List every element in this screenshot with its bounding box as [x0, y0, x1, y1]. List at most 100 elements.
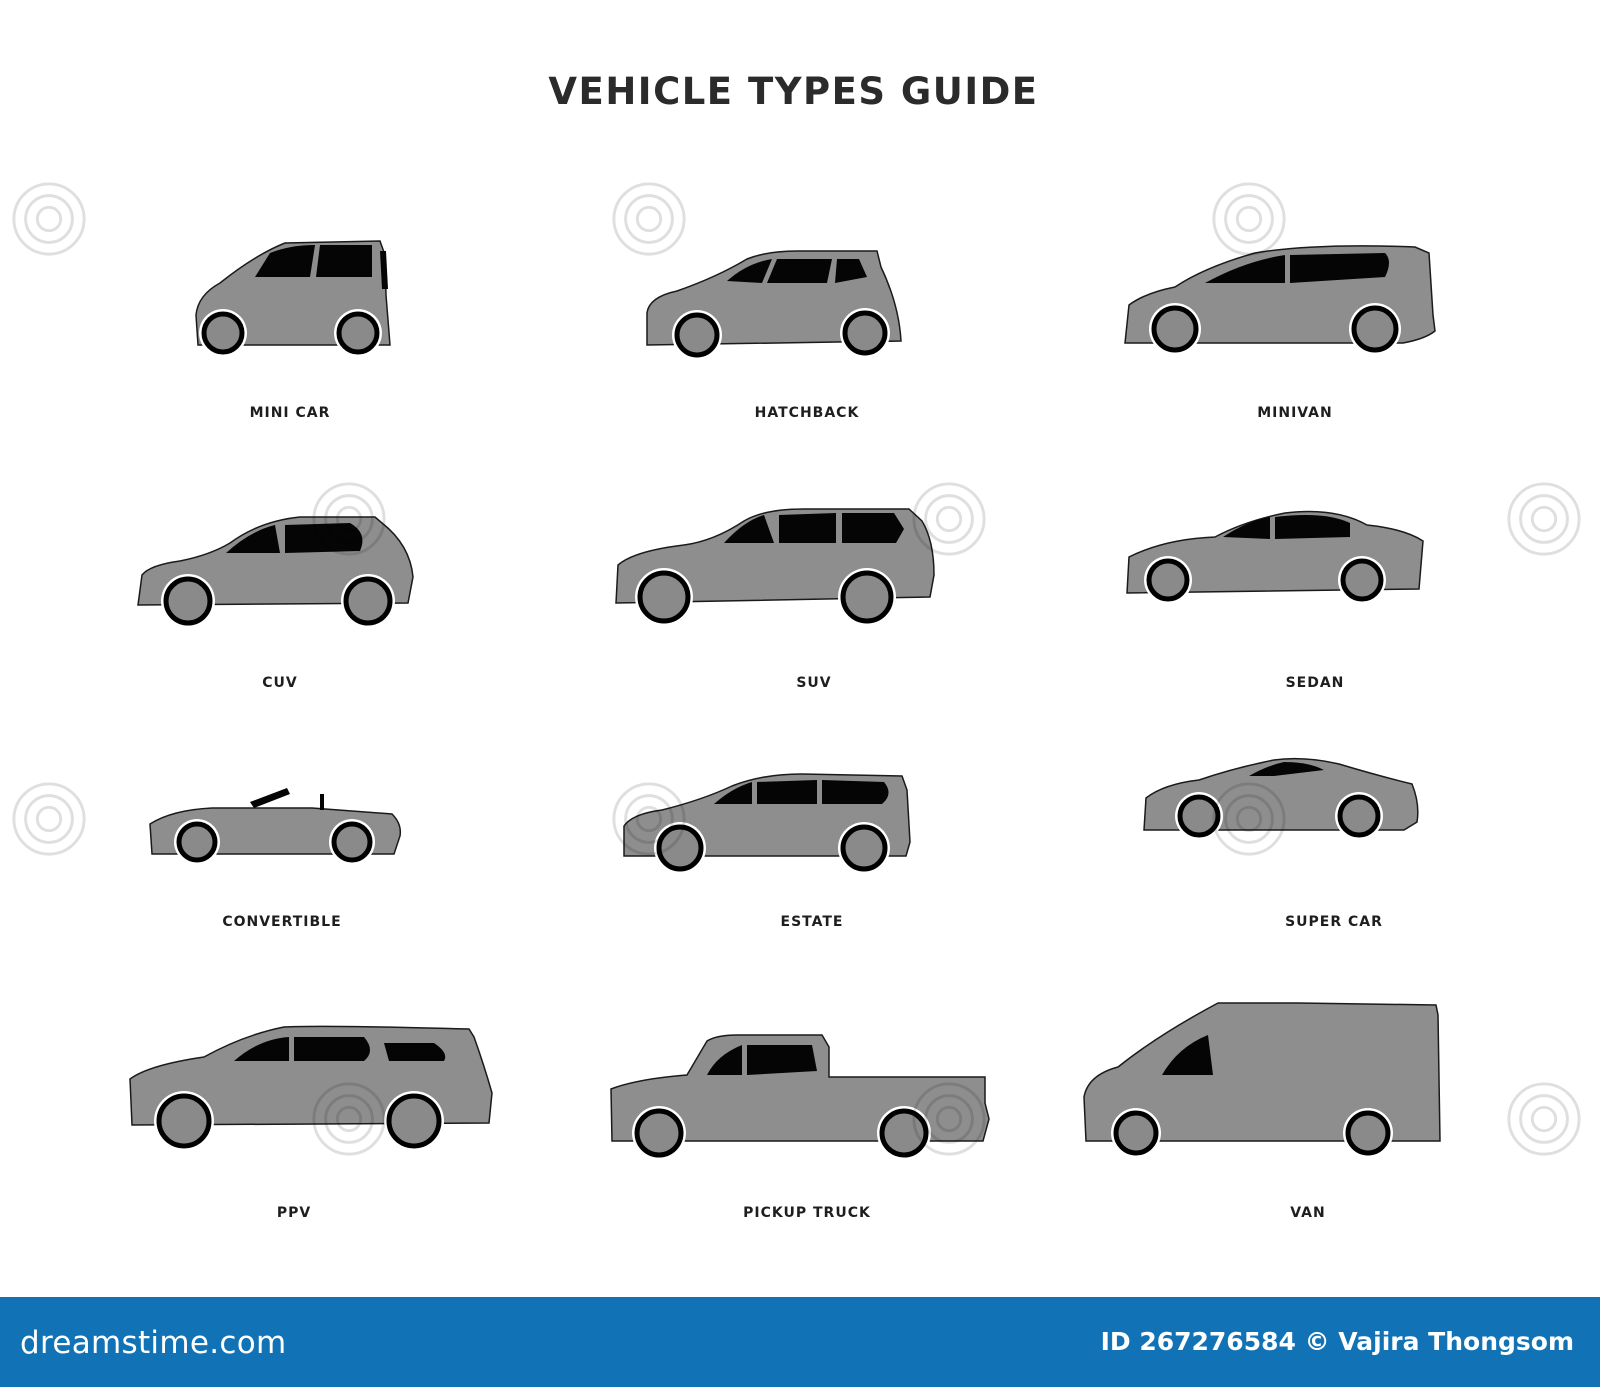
vehicle-label: MINIVAN [1257, 405, 1333, 421]
wheel [656, 824, 704, 872]
wheel [1146, 558, 1190, 602]
vehicle-label: ESTATE [780, 914, 844, 930]
wheel [176, 821, 218, 863]
wheel [840, 570, 894, 624]
watermark-spiral-icon [12, 782, 86, 856]
wheel [1351, 305, 1399, 353]
car-window [1290, 253, 1389, 283]
car-window [294, 1037, 370, 1061]
vehicle-card-ppv: PPV [84, 955, 504, 1245]
sedan-icon [1126, 510, 1424, 605]
watermark-spiral-icon [1507, 1082, 1581, 1156]
footer-bar: dreamstime.com ID 267276584 © Vajira Tho… [0, 1297, 1600, 1387]
estate-icon [623, 773, 911, 875]
image-credit: ID 267276584 © Vajira Thongsom [1100, 1327, 1574, 1356]
suv-icon [615, 508, 935, 627]
roll-bar [320, 794, 324, 810]
car-window [727, 259, 772, 283]
wheel [1113, 1110, 1159, 1156]
cuv-icon [137, 516, 414, 629]
wheel [1337, 794, 1381, 838]
car-window [1162, 1035, 1213, 1075]
wheel [674, 312, 720, 358]
car-window [767, 259, 832, 283]
minivan-icon [1124, 245, 1436, 356]
wheel [386, 1093, 442, 1149]
wheel [156, 1093, 212, 1149]
car-window [757, 780, 817, 804]
vehicle-label: VAN [1290, 1205, 1326, 1221]
wheel [1151, 305, 1199, 353]
watermark-spiral-icon [12, 182, 86, 256]
vehicle-label: MINI CAR [249, 405, 331, 421]
van-icon [1083, 1002, 1441, 1159]
page-title: VEHICLE TYPES GUIDE [548, 70, 1039, 113]
watermark-spiral-icon [312, 1082, 386, 1156]
hatchback-icon [646, 250, 902, 361]
watermark-spiral-icon [612, 782, 686, 856]
vehicle-card-van: VAN [1083, 955, 1518, 1245]
pickup-truck-icon [610, 1034, 990, 1161]
car-window [707, 1045, 742, 1075]
car-window [1223, 517, 1270, 539]
watermark-spiral-icon [912, 482, 986, 556]
vehicle-label: SUV [796, 675, 832, 691]
wheel [343, 576, 393, 626]
vehicle-card-convertible: CONVERTIBLE [72, 664, 492, 954]
car-window [747, 1045, 817, 1075]
wheel [879, 1108, 929, 1158]
vehicle-label: HATCHBACK [754, 405, 860, 421]
car-window [822, 780, 889, 804]
vehicle-card-minivan: MINIVAN [1085, 155, 1505, 445]
wheel [336, 311, 380, 355]
watermark-spiral-icon [1212, 182, 1286, 256]
vehicle-card-suv: SUV [604, 425, 1024, 715]
vehicle-card-cuv: CUV [70, 425, 490, 715]
vehicle-card-sedan: SEDAN [1105, 425, 1525, 715]
watermark-spiral-icon [912, 1082, 986, 1156]
vehicle-label: CUV [262, 675, 298, 691]
watermark-spiral-icon [1507, 482, 1581, 556]
car-window [250, 788, 290, 808]
wheel [1177, 794, 1221, 838]
wheel [840, 824, 888, 872]
wheel [201, 311, 245, 355]
car-window [226, 525, 280, 553]
watermark-spiral-icon [612, 182, 686, 256]
car-window [842, 513, 904, 543]
watermark-spiral-icon [1212, 782, 1286, 856]
wheel [842, 310, 888, 356]
car-window [1205, 255, 1285, 283]
vehicle-card-mini-car: MINI CAR [80, 155, 500, 445]
car-window [1249, 762, 1324, 776]
wheel [163, 576, 213, 626]
vehicle-card-super-car: SUPER CAR [1124, 664, 1544, 954]
vehicle-label: PPV [276, 1205, 312, 1221]
car-body [1083, 1002, 1441, 1142]
car-window [285, 523, 363, 553]
ppv-icon [129, 1025, 493, 1152]
car-window [779, 513, 836, 543]
mini-car-icon [195, 240, 391, 358]
watermark-spiral-icon [312, 482, 386, 556]
vehicle-card-pickup-truck: PICKUP TRUCK [597, 955, 1017, 1245]
vehicle-label: SEDAN [1285, 675, 1345, 691]
car-window [380, 251, 388, 289]
brand-logo[interactable]: dreamstime.com [20, 1325, 287, 1361]
car-window [316, 245, 372, 277]
car-window [714, 782, 752, 804]
car-window [234, 1037, 289, 1061]
vehicle-label: CONVERTIBLE [222, 914, 342, 930]
car-window [1275, 515, 1350, 539]
vehicle-label: SUPER CAR [1285, 914, 1383, 930]
wheel [634, 1108, 684, 1158]
car-window [255, 245, 315, 277]
car-window [724, 515, 774, 543]
wheel [637, 570, 691, 624]
wheel [331, 821, 373, 863]
vehicle-card-estate: ESTATE [602, 664, 1022, 954]
car-window [384, 1043, 446, 1061]
car-window [835, 259, 867, 283]
super-car-icon [1143, 757, 1419, 841]
convertible-icon [149, 788, 402, 866]
